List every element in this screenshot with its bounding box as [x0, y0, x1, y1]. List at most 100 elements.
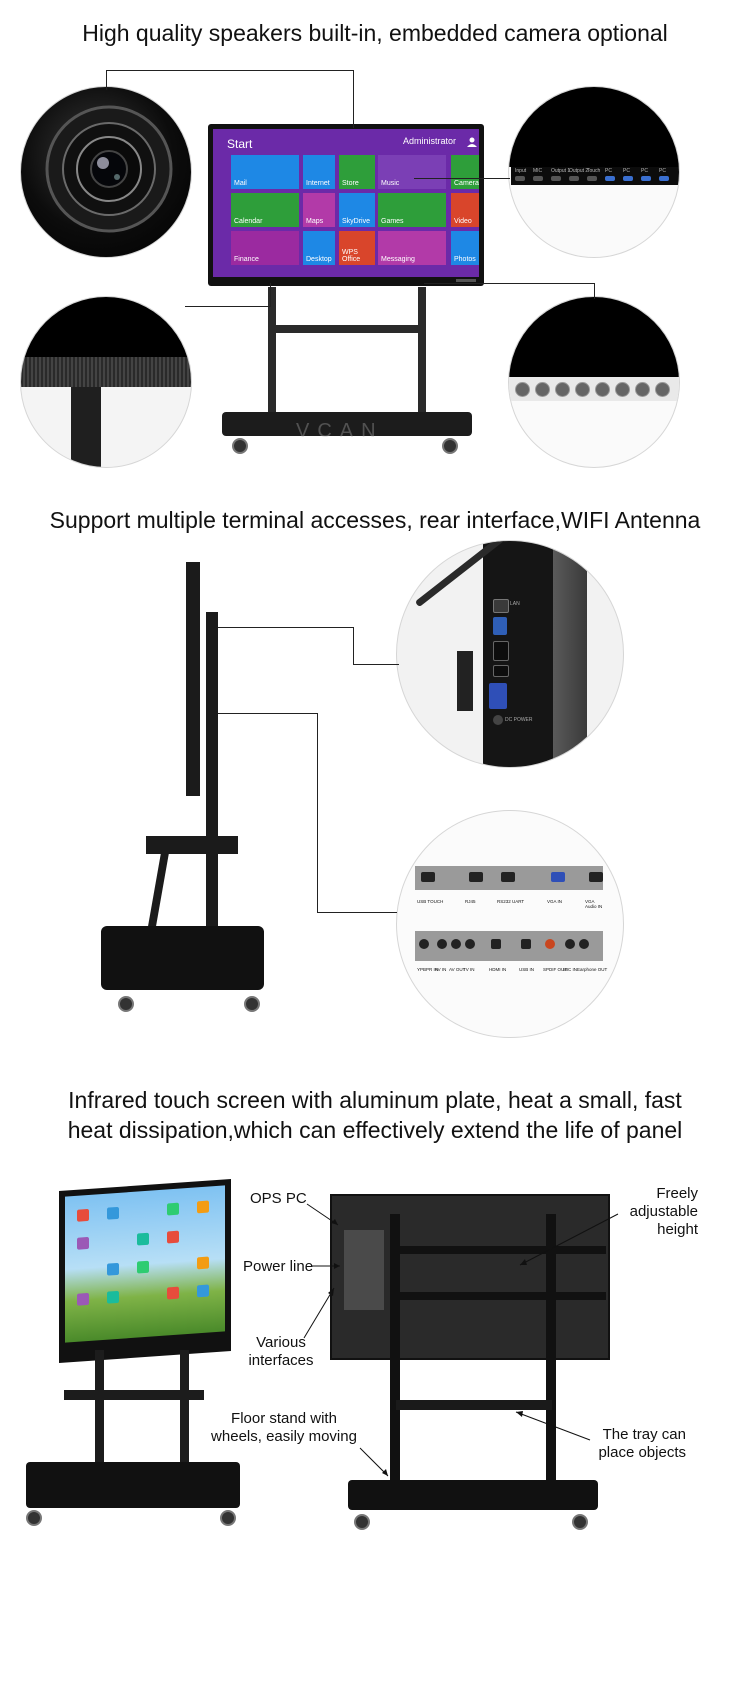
hdmi-port — [493, 665, 509, 677]
start-tile[interactable]: Video — [451, 193, 479, 227]
wheel — [442, 438, 458, 454]
app-icon[interactable] — [77, 1292, 89, 1306]
control-button-icon[interactable] — [595, 382, 610, 397]
ops-pc-closeup: LAN DC POWER — [396, 540, 624, 768]
start-title: Start — [227, 137, 253, 151]
app-icon[interactable] — [137, 1260, 149, 1274]
rear-port — [565, 939, 575, 949]
app-icon[interactable] — [77, 1208, 89, 1222]
rear-port — [579, 939, 589, 949]
stand-side-base — [101, 926, 264, 990]
stand-pole-right — [418, 287, 426, 417]
start-tile-label: Camera — [454, 180, 479, 187]
user-name: Administrator — [403, 136, 457, 146]
user-avatar-icon — [467, 137, 477, 147]
control-button-icon[interactable] — [575, 382, 590, 397]
start-tile[interactable]: Camera — [451, 155, 479, 189]
stand-pole-left — [268, 287, 276, 417]
control-button-icon[interactable] — [555, 382, 570, 397]
app-icon[interactable] — [167, 1230, 179, 1244]
app-icon[interactable] — [107, 1290, 119, 1304]
rear-port-label: RS232 UART — [497, 899, 525, 904]
dc-power-port — [493, 715, 503, 725]
control-button-icon[interactable] — [615, 382, 630, 397]
usb3-port — [493, 617, 507, 635]
front-port-label: Output 1 — [551, 168, 571, 174]
front-port-label: Input — [515, 168, 527, 174]
front-port-label: Touch — [587, 168, 601, 174]
control-button-icon[interactable] — [635, 382, 650, 397]
front-tray — [64, 1390, 204, 1400]
rear-port-label: MIC IN — [563, 967, 577, 972]
front-port-label: Output 2 — [569, 168, 589, 174]
rear-port-label: USB TOUCH — [417, 899, 444, 904]
front-stand-pole-right — [180, 1350, 189, 1480]
app-icon[interactable] — [197, 1284, 209, 1298]
control-button-icon[interactable] — [655, 382, 670, 397]
dc-power-label: DC POWER — [505, 717, 533, 723]
start-tile[interactable]: SkyDrive — [339, 193, 375, 227]
vga-port — [489, 683, 507, 709]
app-icon[interactable] — [107, 1206, 119, 1220]
start-tile-label: Calendar — [234, 218, 263, 225]
front-port-label: MIC — [533, 168, 543, 174]
leader-line — [218, 627, 354, 628]
app-icon[interactable] — [197, 1256, 209, 1270]
start-tile-label: WPS Office — [342, 249, 361, 263]
rear-port — [469, 872, 483, 882]
ops-pc-sidepanel — [553, 541, 587, 767]
stand-base — [222, 412, 472, 436]
start-tile[interactable]: Maps — [303, 193, 335, 227]
usb-port — [493, 641, 509, 661]
callout-power-line: Power line — [243, 1258, 314, 1275]
start-tile-label: Finance — [234, 256, 259, 263]
start-tile[interactable]: Finance — [231, 231, 299, 265]
app-icon[interactable] — [107, 1262, 119, 1276]
callout-freely: Freely adjustable height — [629, 1185, 698, 1238]
rear-port-label: SPDIF OUT — [543, 967, 568, 972]
front-port — [605, 176, 615, 181]
start-tile[interactable]: Music — [378, 155, 446, 189]
start-tile[interactable]: Desktop — [303, 231, 335, 265]
leader-line — [353, 664, 399, 665]
rear-port — [545, 939, 555, 949]
callout-interfaces: Various interfaces — [248, 1334, 314, 1369]
start-tile[interactable]: Internet — [303, 155, 335, 189]
control-button-icon[interactable] — [515, 382, 530, 397]
app-icon[interactable] — [167, 1286, 179, 1300]
stand-crossbar — [268, 325, 426, 333]
control-button-icon[interactable] — [535, 382, 550, 397]
touch-display-front — [59, 1178, 231, 1364]
start-tile[interactable]: Calendar — [231, 193, 299, 227]
start-tile-label: Mail — [234, 180, 247, 187]
lan-label: LAN — [510, 601, 520, 607]
front-port — [659, 176, 669, 181]
app-icon[interactable] — [167, 1202, 179, 1216]
start-tile[interactable]: Photos — [451, 231, 479, 265]
start-tile[interactable]: Mail — [231, 155, 299, 189]
leader-line — [353, 627, 354, 664]
app-icon[interactable] — [137, 1232, 149, 1246]
leader-line — [594, 283, 595, 299]
start-tile[interactable]: WPS Office — [339, 231, 375, 265]
mount-rail-bottom — [392, 1292, 606, 1300]
start-tile[interactable]: Messaging — [378, 231, 446, 265]
start-tile[interactable]: Store — [339, 155, 375, 189]
bracket — [457, 651, 473, 711]
buttons-bezel — [509, 297, 679, 377]
front-port — [569, 176, 579, 181]
start-tile[interactable]: Games — [378, 193, 446, 227]
rear-port-label: VGA Audio IN — [585, 899, 603, 909]
camera-lens-icon — [45, 105, 173, 233]
section-heading-interfaces: Support multiple terminal accesses, rear… — [49, 507, 701, 533]
wheel — [244, 996, 260, 1012]
wheel — [220, 1510, 236, 1526]
leader-line — [424, 283, 594, 284]
back-tray — [396, 1400, 552, 1410]
rear-port-label: Earphone OUT — [577, 967, 608, 972]
callout-tray: The tray can place objects — [598, 1426, 686, 1461]
stand-pole — [71, 387, 101, 467]
rear-port — [419, 939, 429, 949]
app-icon[interactable] — [197, 1200, 209, 1214]
app-icon[interactable] — [77, 1236, 89, 1250]
